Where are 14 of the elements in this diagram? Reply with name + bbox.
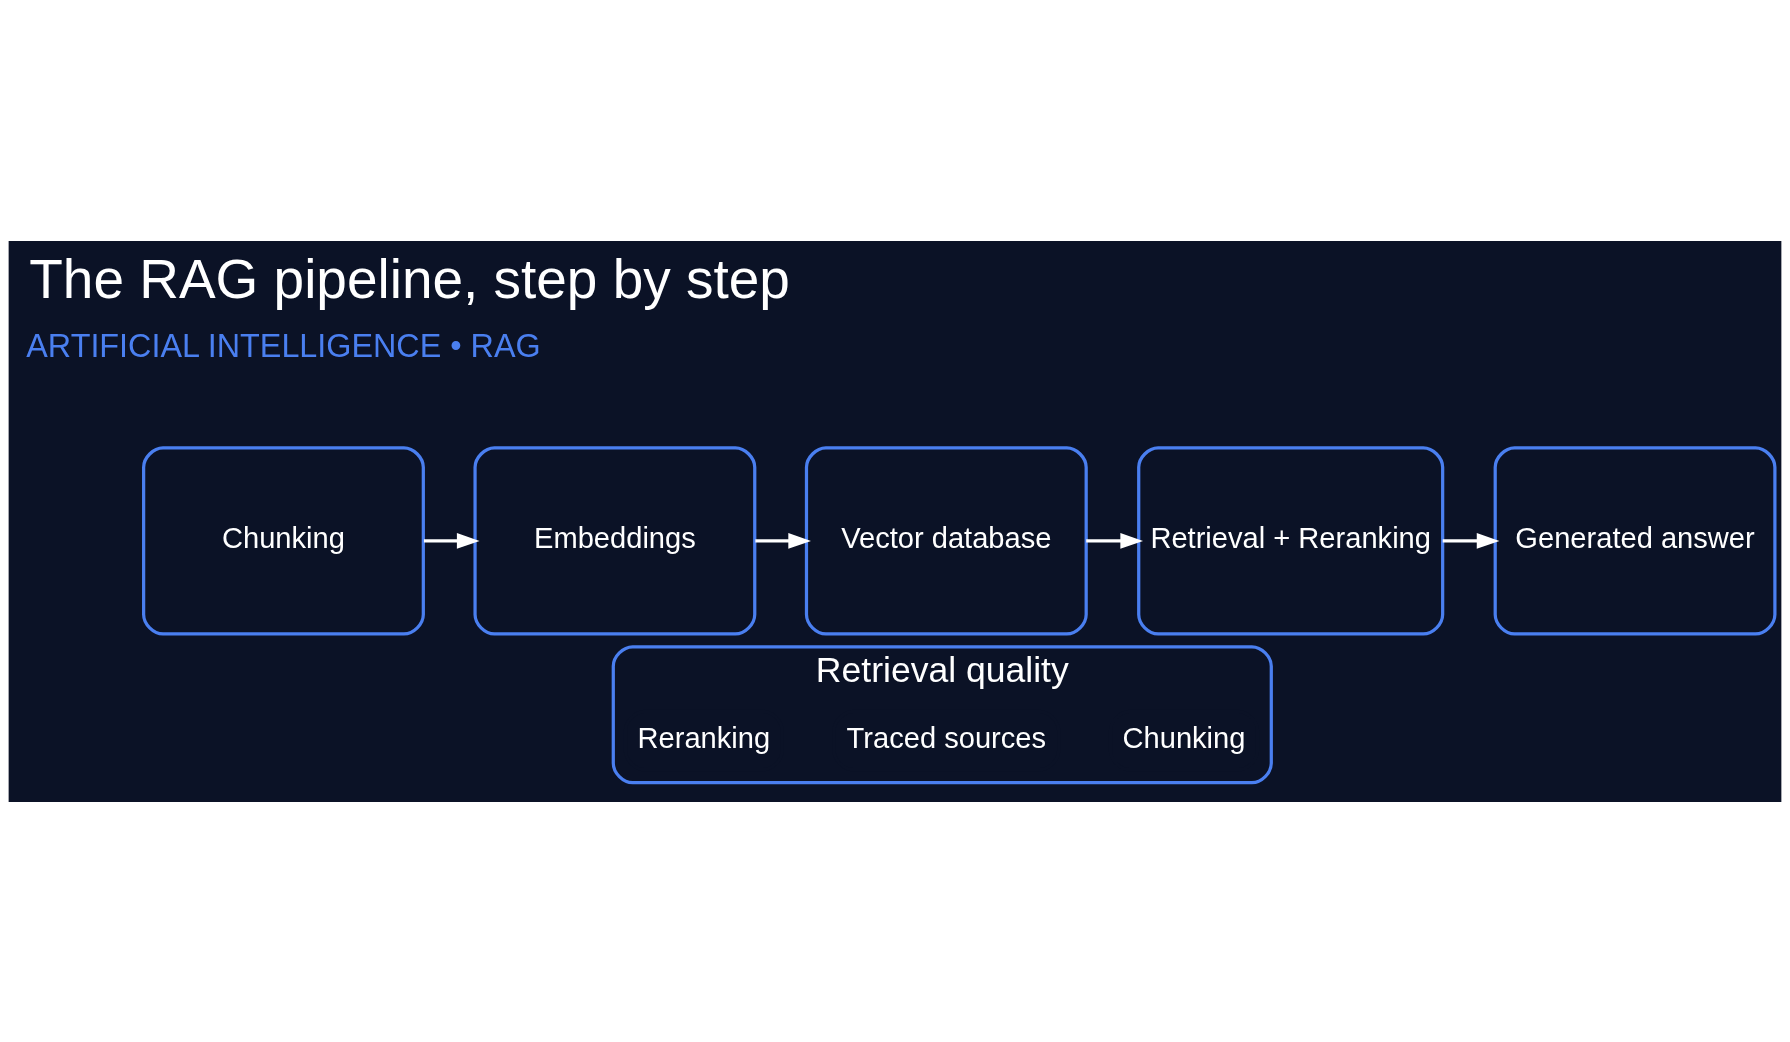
node-text: Reranking [637, 721, 771, 754]
node-text: Chunking [1122, 721, 1246, 754]
arrow [755, 532, 811, 549]
arrow [423, 532, 480, 549]
node-box: Retrieval + Reranking [1137, 445, 1445, 635]
label: ARTIFICIAL INTELLIGENCE • RAG [26, 327, 541, 364]
node-box: Generated answer [1493, 445, 1777, 635]
arrow [1086, 532, 1144, 549]
node-box: Chunking [142, 445, 425, 635]
node-box: Vector database [804, 445, 1088, 635]
node-box: Embeddings [473, 445, 757, 635]
node-text: Traced sources [846, 721, 1047, 754]
arrow [1442, 532, 1500, 549]
diagram-title: The RAG pipeline, step by step [29, 247, 790, 310]
